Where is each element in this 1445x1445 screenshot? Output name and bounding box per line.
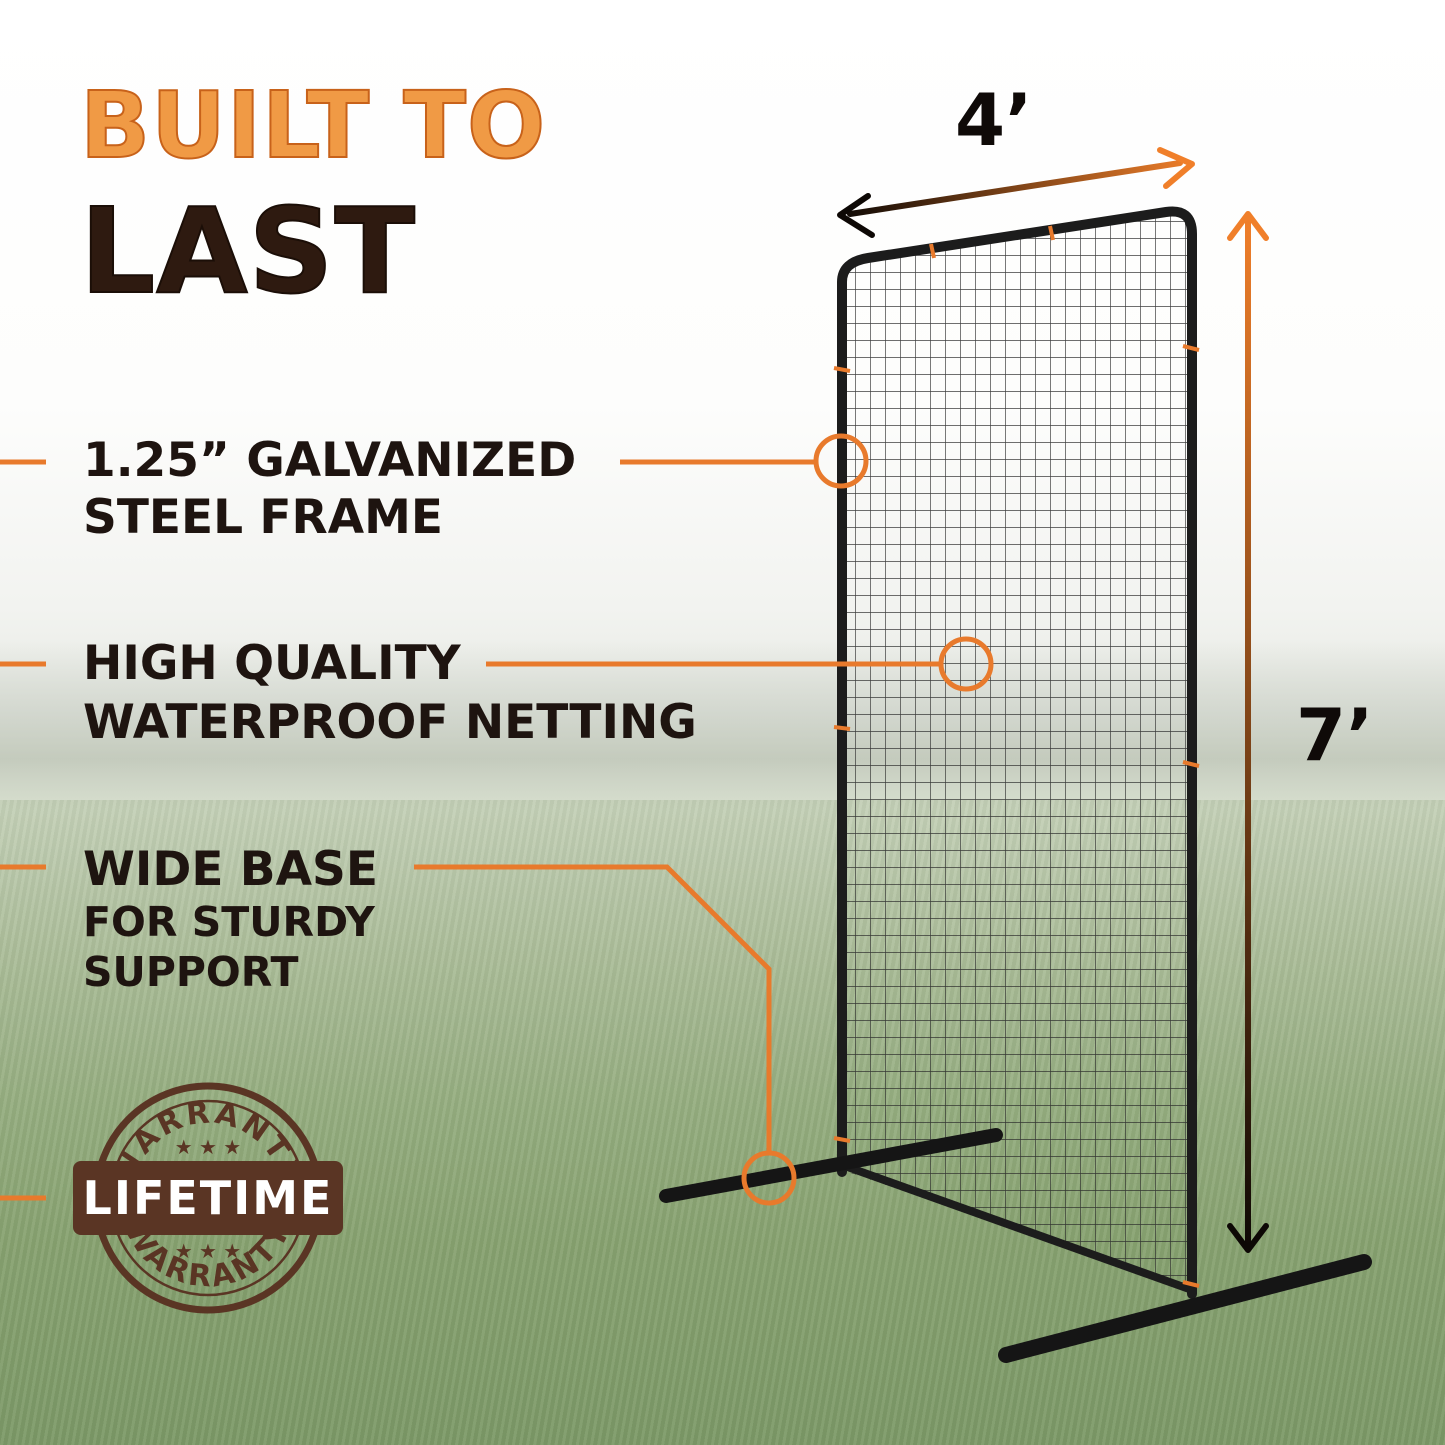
warranty-stars-top: ★ ★ ★ xyxy=(175,1135,242,1159)
feature-text: STEEL FRAME xyxy=(83,490,443,545)
feature-text: WATERPROOF NETTING xyxy=(83,695,697,750)
feature-steel-frame: 1.25” GALVANIZED STEEL FRAME xyxy=(83,437,576,541)
feature-text: WIDE BASE xyxy=(83,842,378,897)
steel-frame xyxy=(837,206,1197,1299)
callout-netting xyxy=(0,636,994,692)
feature-text: FOR STURDY xyxy=(83,898,375,946)
base-bar-left xyxy=(659,1128,1003,1203)
headline-line-1: BUILT TO xyxy=(79,71,547,180)
frame-clips xyxy=(833,225,1200,1288)
feature-text: SUPPORT xyxy=(83,948,299,996)
feature-text: HIGH QUALITY xyxy=(83,636,461,691)
width-dimension-label: 4’ xyxy=(955,78,1033,162)
grass-field-background xyxy=(0,800,1445,1445)
base-bar-right xyxy=(998,1254,1372,1363)
feature-netting: HIGH QUALITY WATERPROOF NETTING xyxy=(83,640,697,746)
width-dimension-arrow xyxy=(837,147,1195,238)
feature-text: 1.25” GALVANIZED xyxy=(83,433,577,488)
stadium-background xyxy=(0,640,1445,810)
warranty-stars-bottom: ★ ★ ★ xyxy=(175,1239,242,1263)
callout-base xyxy=(0,864,797,1206)
net-mesh xyxy=(842,209,1192,1290)
callout-frame xyxy=(0,433,869,489)
height-dimension-label: 7’ xyxy=(1296,693,1374,777)
height-dimension-arrow xyxy=(1227,211,1269,1253)
lifetime-warranty-label: LIFETIME xyxy=(73,1161,343,1235)
frame-bottom-rail xyxy=(840,1161,1194,1294)
headline-line-2: LAST xyxy=(79,181,416,321)
feature-wide-base: WIDE BASE FOR STURDY SUPPORT xyxy=(83,846,378,993)
